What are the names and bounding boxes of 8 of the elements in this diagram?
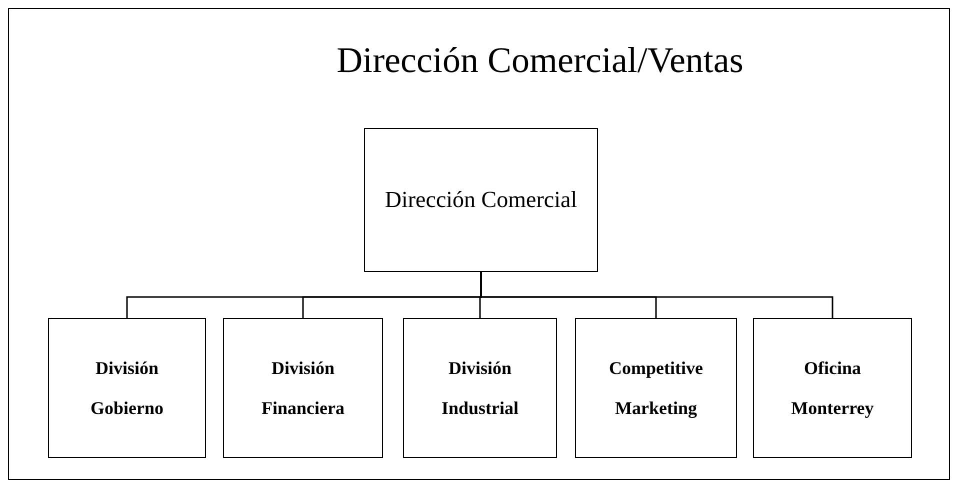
division-box: Competitive Marketing bbox=[575, 318, 737, 458]
head-box: Dirección Comercial bbox=[364, 128, 598, 272]
division-box: División Gobierno bbox=[48, 318, 206, 458]
connector-line bbox=[480, 272, 834, 318]
title: Dirección Comercial/Ventas bbox=[336, 39, 744, 82]
division-box: Oficina Monterrey bbox=[753, 318, 912, 458]
division-box: División Financiera bbox=[223, 318, 383, 458]
division-box: División Industrial bbox=[403, 318, 557, 458]
